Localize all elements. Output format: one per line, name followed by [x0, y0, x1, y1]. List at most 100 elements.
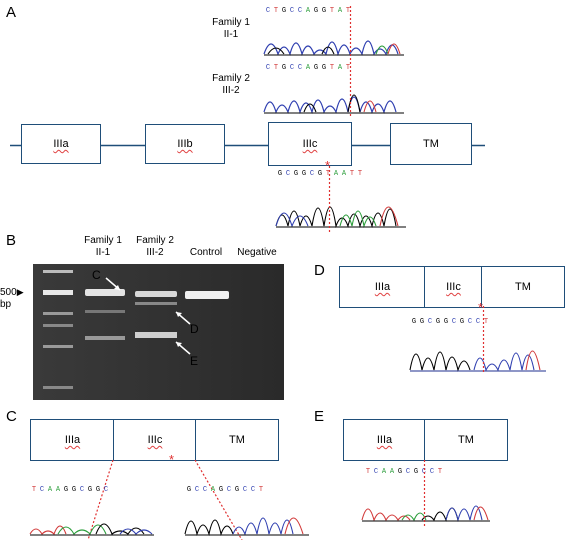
base-letter: G	[301, 170, 307, 178]
base-letter: C	[289, 64, 295, 72]
base-letter: A	[389, 468, 395, 476]
base-letter: T	[325, 170, 331, 178]
base-letter: C	[289, 7, 295, 15]
base-letter: G	[413, 468, 419, 476]
chromatogram-a-bot	[275, 206, 406, 229]
mutation-asterisk-a: *	[325, 158, 331, 173]
base-letter: A	[337, 64, 343, 72]
base-letter: C	[475, 318, 481, 326]
base-letter: G	[321, 64, 327, 72]
band-arrow-c	[105, 277, 121, 291]
chromatogram-a-mid	[263, 94, 404, 115]
base-letter: G	[411, 318, 417, 326]
base-letter: G	[317, 170, 323, 178]
panel-e-letter: E	[314, 408, 325, 425]
base-letter: G	[313, 7, 319, 15]
lane-label-negative: Negative	[237, 247, 277, 258]
base-letter: T	[357, 170, 363, 178]
base-letter: T	[365, 468, 371, 476]
mutation-line-a-bot	[328, 166, 331, 232]
splice-lines-c	[87, 459, 243, 540]
exon-a-tm: TM	[390, 123, 472, 165]
lane-label-control: Control	[189, 247, 223, 258]
base-letter: T	[329, 64, 335, 72]
mutation-asterisk-c: *	[169, 452, 175, 467]
base-letter: A	[333, 170, 339, 178]
mutation-asterisk-d: *	[478, 300, 484, 315]
exon-a-iiia: IIIa	[21, 124, 101, 164]
exon-a-iiib: IIIb	[145, 124, 225, 164]
band-label-e: E	[190, 354, 199, 368]
base-letter: G	[234, 486, 240, 494]
base-letter: C	[226, 486, 232, 494]
band-arrow-e	[175, 341, 191, 355]
base-letter: C	[194, 486, 200, 494]
base-letter: C	[39, 486, 45, 494]
band-label-c: C	[92, 268, 101, 282]
base-letter: G	[281, 64, 287, 72]
panel-a-letter: A	[6, 4, 17, 21]
base-letter: G	[277, 170, 283, 178]
base-letter: A	[47, 486, 53, 494]
base-letter: C	[297, 7, 303, 15]
mutation-line-a-top	[349, 6, 352, 116]
base-letter: A	[337, 7, 343, 15]
exon-c-iiia: IIIa	[30, 419, 114, 461]
base-letter: T	[258, 486, 264, 494]
base-letter: C	[429, 468, 435, 476]
base-letter: T	[273, 64, 279, 72]
exon-c-iiic: IIIc	[113, 419, 196, 461]
base-letter: C	[285, 170, 291, 178]
base-letter: G	[419, 318, 425, 326]
base-letter: G	[293, 170, 299, 178]
base-letter: G	[459, 318, 465, 326]
base-letter: G	[321, 7, 327, 15]
base-letter: C	[79, 486, 85, 494]
band-label-d: D	[190, 322, 199, 336]
base-letter: G	[281, 7, 287, 15]
chromatogram-a-top	[263, 40, 404, 57]
base-letter: C	[309, 170, 315, 178]
chromatogram-d	[409, 350, 546, 373]
base-letter: A	[305, 7, 311, 15]
base-letter: G	[71, 486, 77, 494]
chromatogram-c-left	[29, 523, 154, 536]
exon-d-iiic: IIIc	[424, 266, 482, 308]
base-letter: G	[63, 486, 69, 494]
panel-b-letter: B	[6, 232, 17, 249]
base-letter: G	[95, 486, 101, 494]
base-letter: G	[218, 486, 224, 494]
marker-label: 500▶ bp	[0, 287, 24, 310]
base-letter: A	[55, 486, 61, 494]
base-letter: C	[265, 64, 271, 72]
base-letter: C	[373, 468, 379, 476]
panel-d-letter: D	[314, 262, 325, 279]
exon-e-tm: TM	[424, 419, 508, 461]
base-letter: A	[381, 468, 387, 476]
base-letter: T	[483, 318, 489, 326]
base-letter: G	[313, 64, 319, 72]
mutation-line-e	[423, 460, 426, 526]
panel-c-letter: C	[6, 408, 17, 425]
mutation-line-d	[482, 306, 485, 374]
base-letter: G	[443, 318, 449, 326]
base-letter: T	[437, 468, 443, 476]
exon-d-tm: TM	[481, 266, 565, 308]
base-letter: T	[329, 7, 335, 15]
chromatogram-e	[361, 505, 490, 523]
base-letter: C	[265, 7, 271, 15]
chromatogram-c-right	[184, 517, 309, 537]
base-letter: C	[467, 318, 473, 326]
exon-d-iiia: IIIa	[339, 266, 425, 308]
base-letter: C	[297, 64, 303, 72]
exon-e-iiia: IIIa	[343, 419, 425, 461]
base-letter: C	[242, 486, 248, 494]
base-letter: C	[405, 468, 411, 476]
